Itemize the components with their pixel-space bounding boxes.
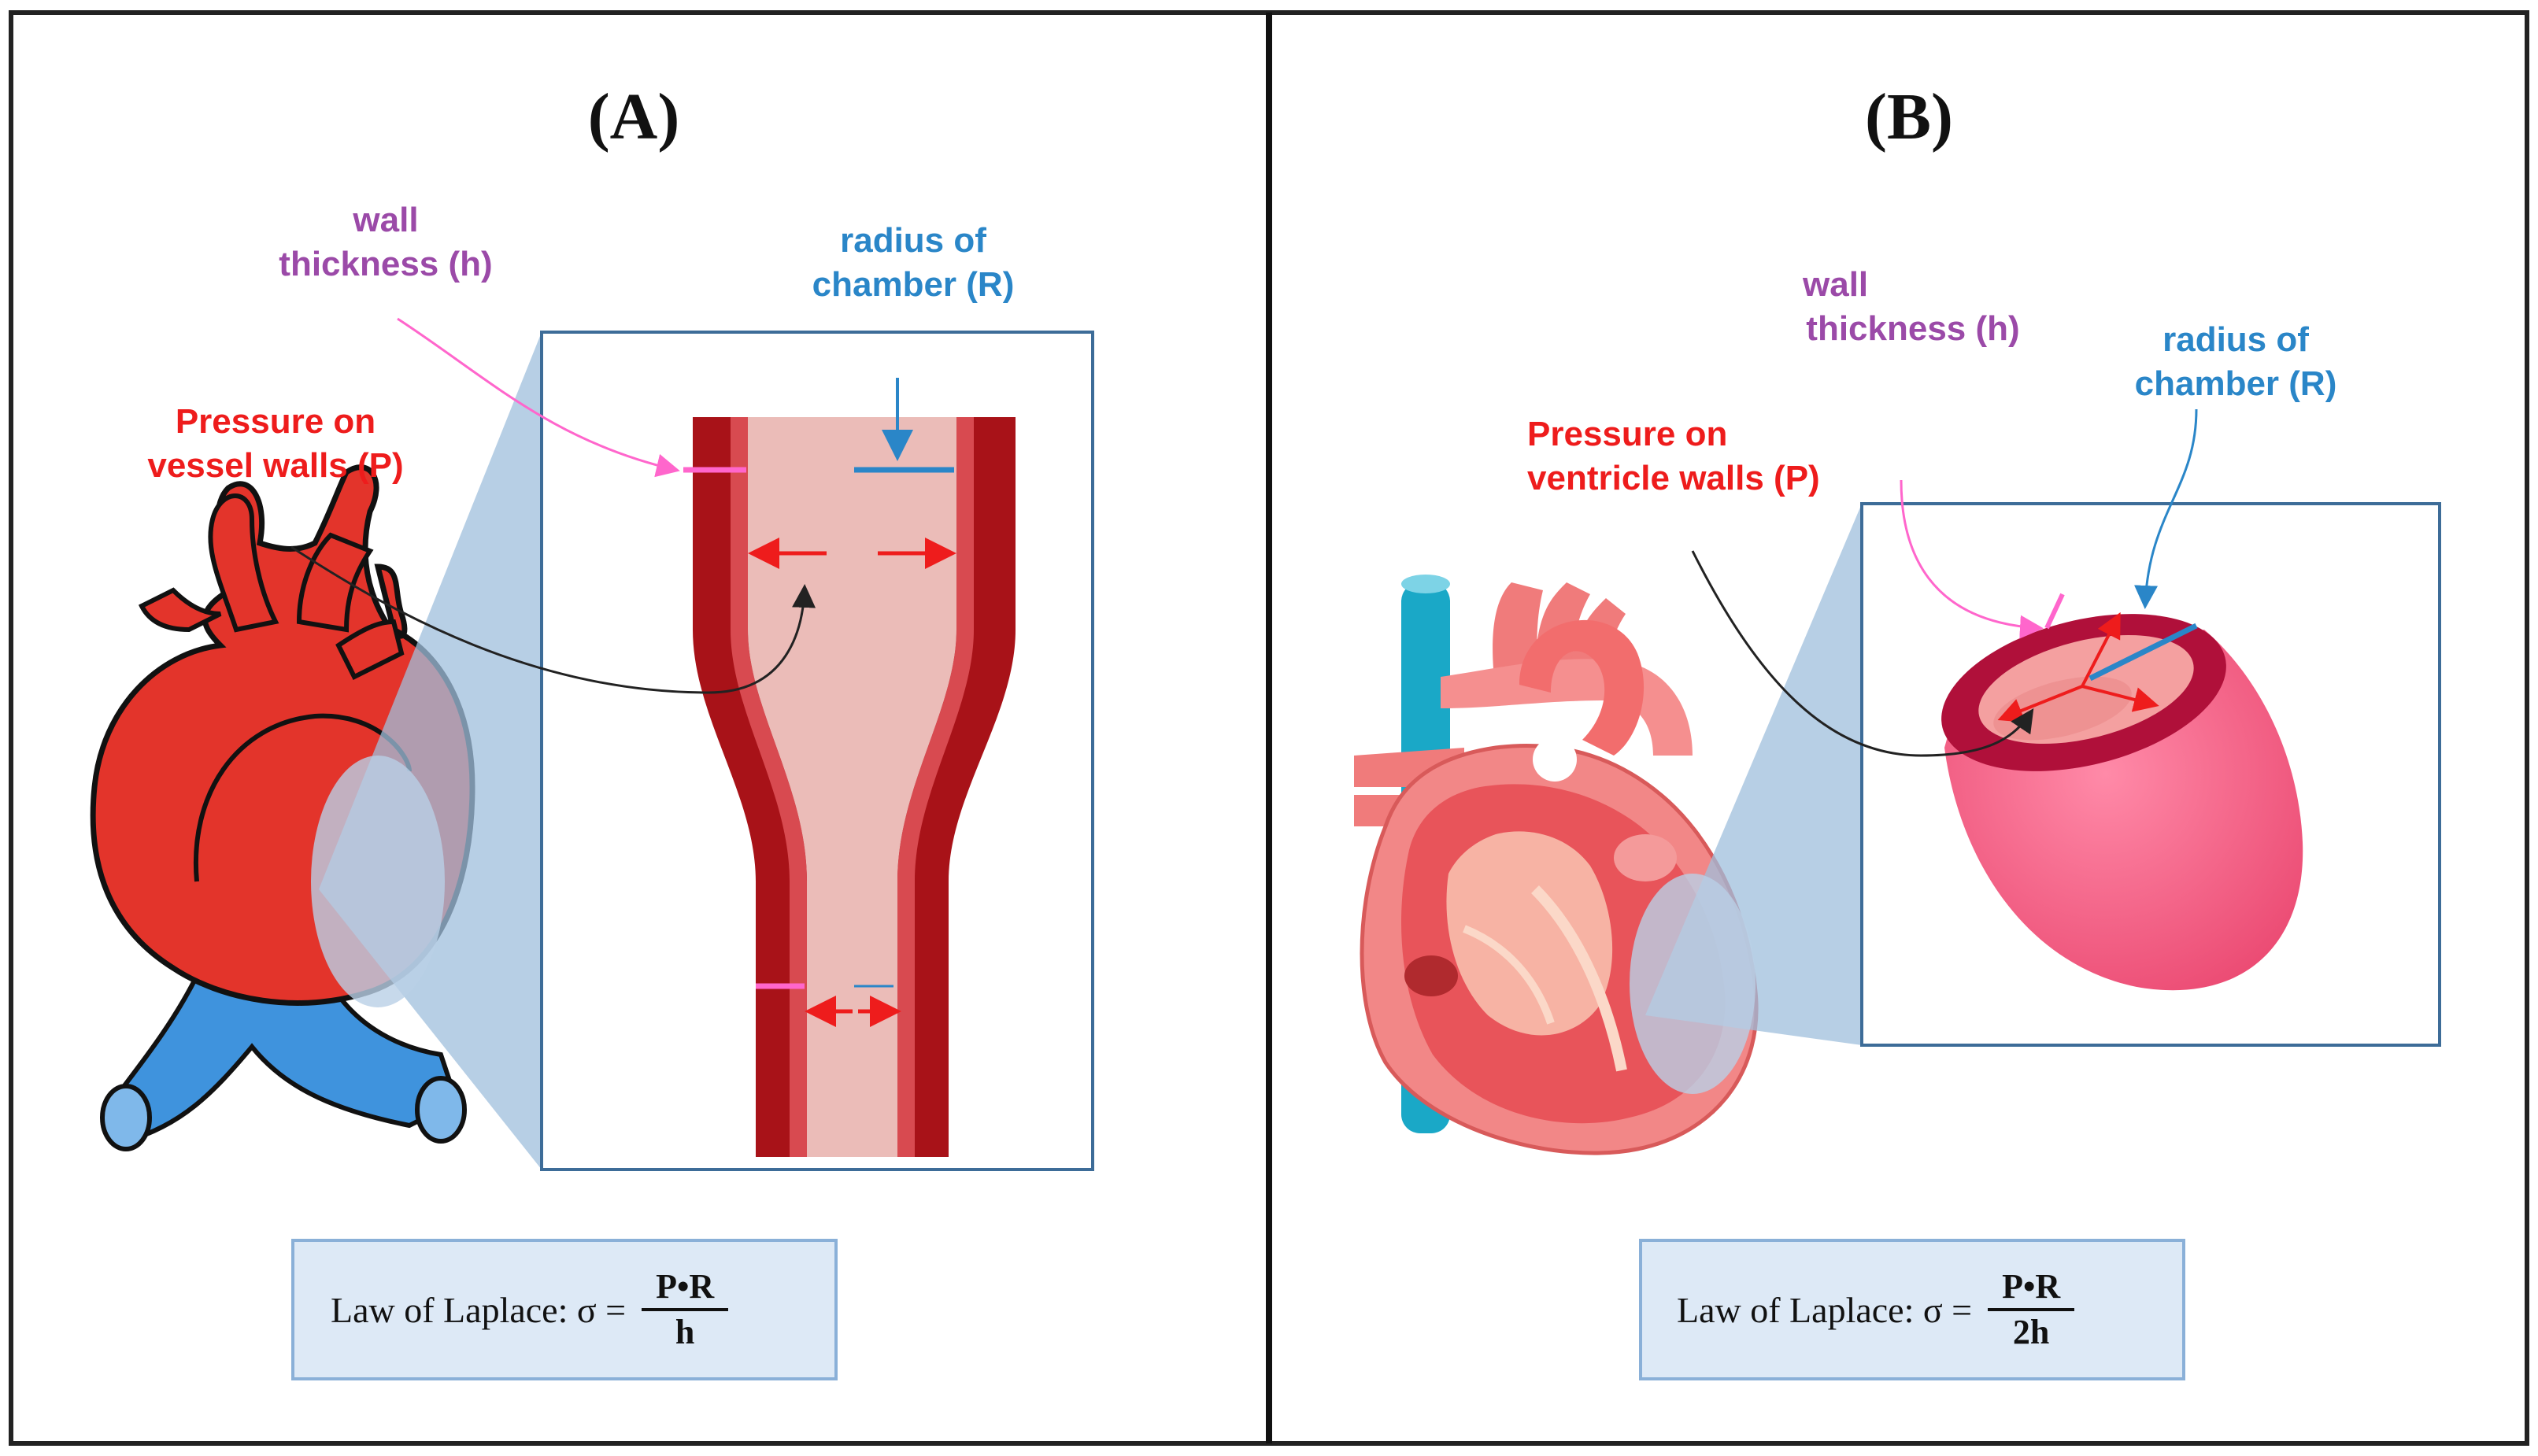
panel-b-wall-thickness-line2: thickness (h) (1806, 309, 2020, 348)
panel-b-pressure-label: Pressure on ventricle walls (P) (1496, 412, 1858, 501)
panel-a-pressure-line1: Pressure on (175, 402, 376, 441)
panel-a-law-prefix: Law of Laplace: σ = (331, 1289, 627, 1330)
panel-b-law-prefix: Law of Laplace: σ = (1677, 1289, 1973, 1330)
zoom-cone-b (1630, 504, 1862, 1094)
panel-a-radius-label: radius of chamber (R) (787, 219, 1039, 307)
radius-marker-b (2088, 623, 2198, 682)
panel-a-law-equation: Law of Laplace: σ = P•R h (331, 1261, 729, 1358)
panel-a-radius-line1: radius of (840, 221, 986, 260)
panel-b-law-numerator: P•R (2002, 1267, 2061, 1306)
radius-leader-b (2134, 408, 2198, 609)
panel-b-pressure-line1: Pressure on (1527, 415, 1728, 453)
panel-a-law-fraction-bar (642, 1308, 729, 1311)
pressure-leader-b (1691, 550, 2034, 757)
panel-b-frame (1266, 10, 2529, 1446)
panel-b-wall-thickness-line1: wall (1803, 265, 1869, 304)
panel-b-wall-thickness-label: wall thickness (h) (1779, 263, 2047, 351)
radius-marker-a-top (854, 378, 954, 473)
panel-b-law-fraction: P•R 2h (1988, 1266, 2075, 1354)
panel-a-pressure-line2: vessel walls (P) (147, 446, 404, 485)
panel-b-law-fraction-bar (1988, 1308, 2075, 1311)
zoom-cone-a (311, 332, 542, 1170)
panel-a-wall-thickness-line2: thickness (h) (279, 245, 493, 283)
panel-b-pressure-line2: ventricle walls (P) (1527, 459, 1820, 497)
panel-b-radius-line2: chamber (R) (2134, 364, 2337, 403)
panel-b-radius-line1: radius of (2162, 320, 2309, 359)
panel-b-law-box (1639, 1239, 2185, 1380)
panel-a-law-denominator: h (675, 1313, 695, 1351)
wall-thickness-leader-a (397, 317, 680, 478)
panel-a-law-box (291, 1239, 838, 1380)
panel-a-wall-thickness-line1: wall (353, 201, 419, 239)
wall-thickness-marker-b (2044, 593, 2065, 630)
panel-a-title: (A) (587, 80, 680, 153)
panel-b-title: (B) (1865, 80, 1953, 153)
panel-a-law-numerator: P•R (656, 1267, 715, 1306)
vessel-zoom-panel (540, 331, 1094, 1171)
panel-b-law-denominator: 2h (2012, 1313, 2050, 1351)
ventricle-zoom-panel (1860, 502, 2441, 1047)
panel-a-wall-thickness-label: wall thickness (h) (260, 198, 512, 286)
panel-a-pressure-label: Pressure on vessel walls (P) (142, 400, 409, 488)
panel-b-radius-label: radius of chamber (R) (2110, 318, 2362, 406)
wall-thickness-leader-b (1900, 479, 2044, 639)
panel-a-law-fraction: P•R h (642, 1266, 729, 1354)
panel-a-radius-line2: chamber (R) (812, 265, 1015, 304)
panel-b-law-equation: Law of Laplace: σ = P•R 2h (1677, 1261, 2075, 1358)
pressure-leader-a (290, 545, 816, 694)
